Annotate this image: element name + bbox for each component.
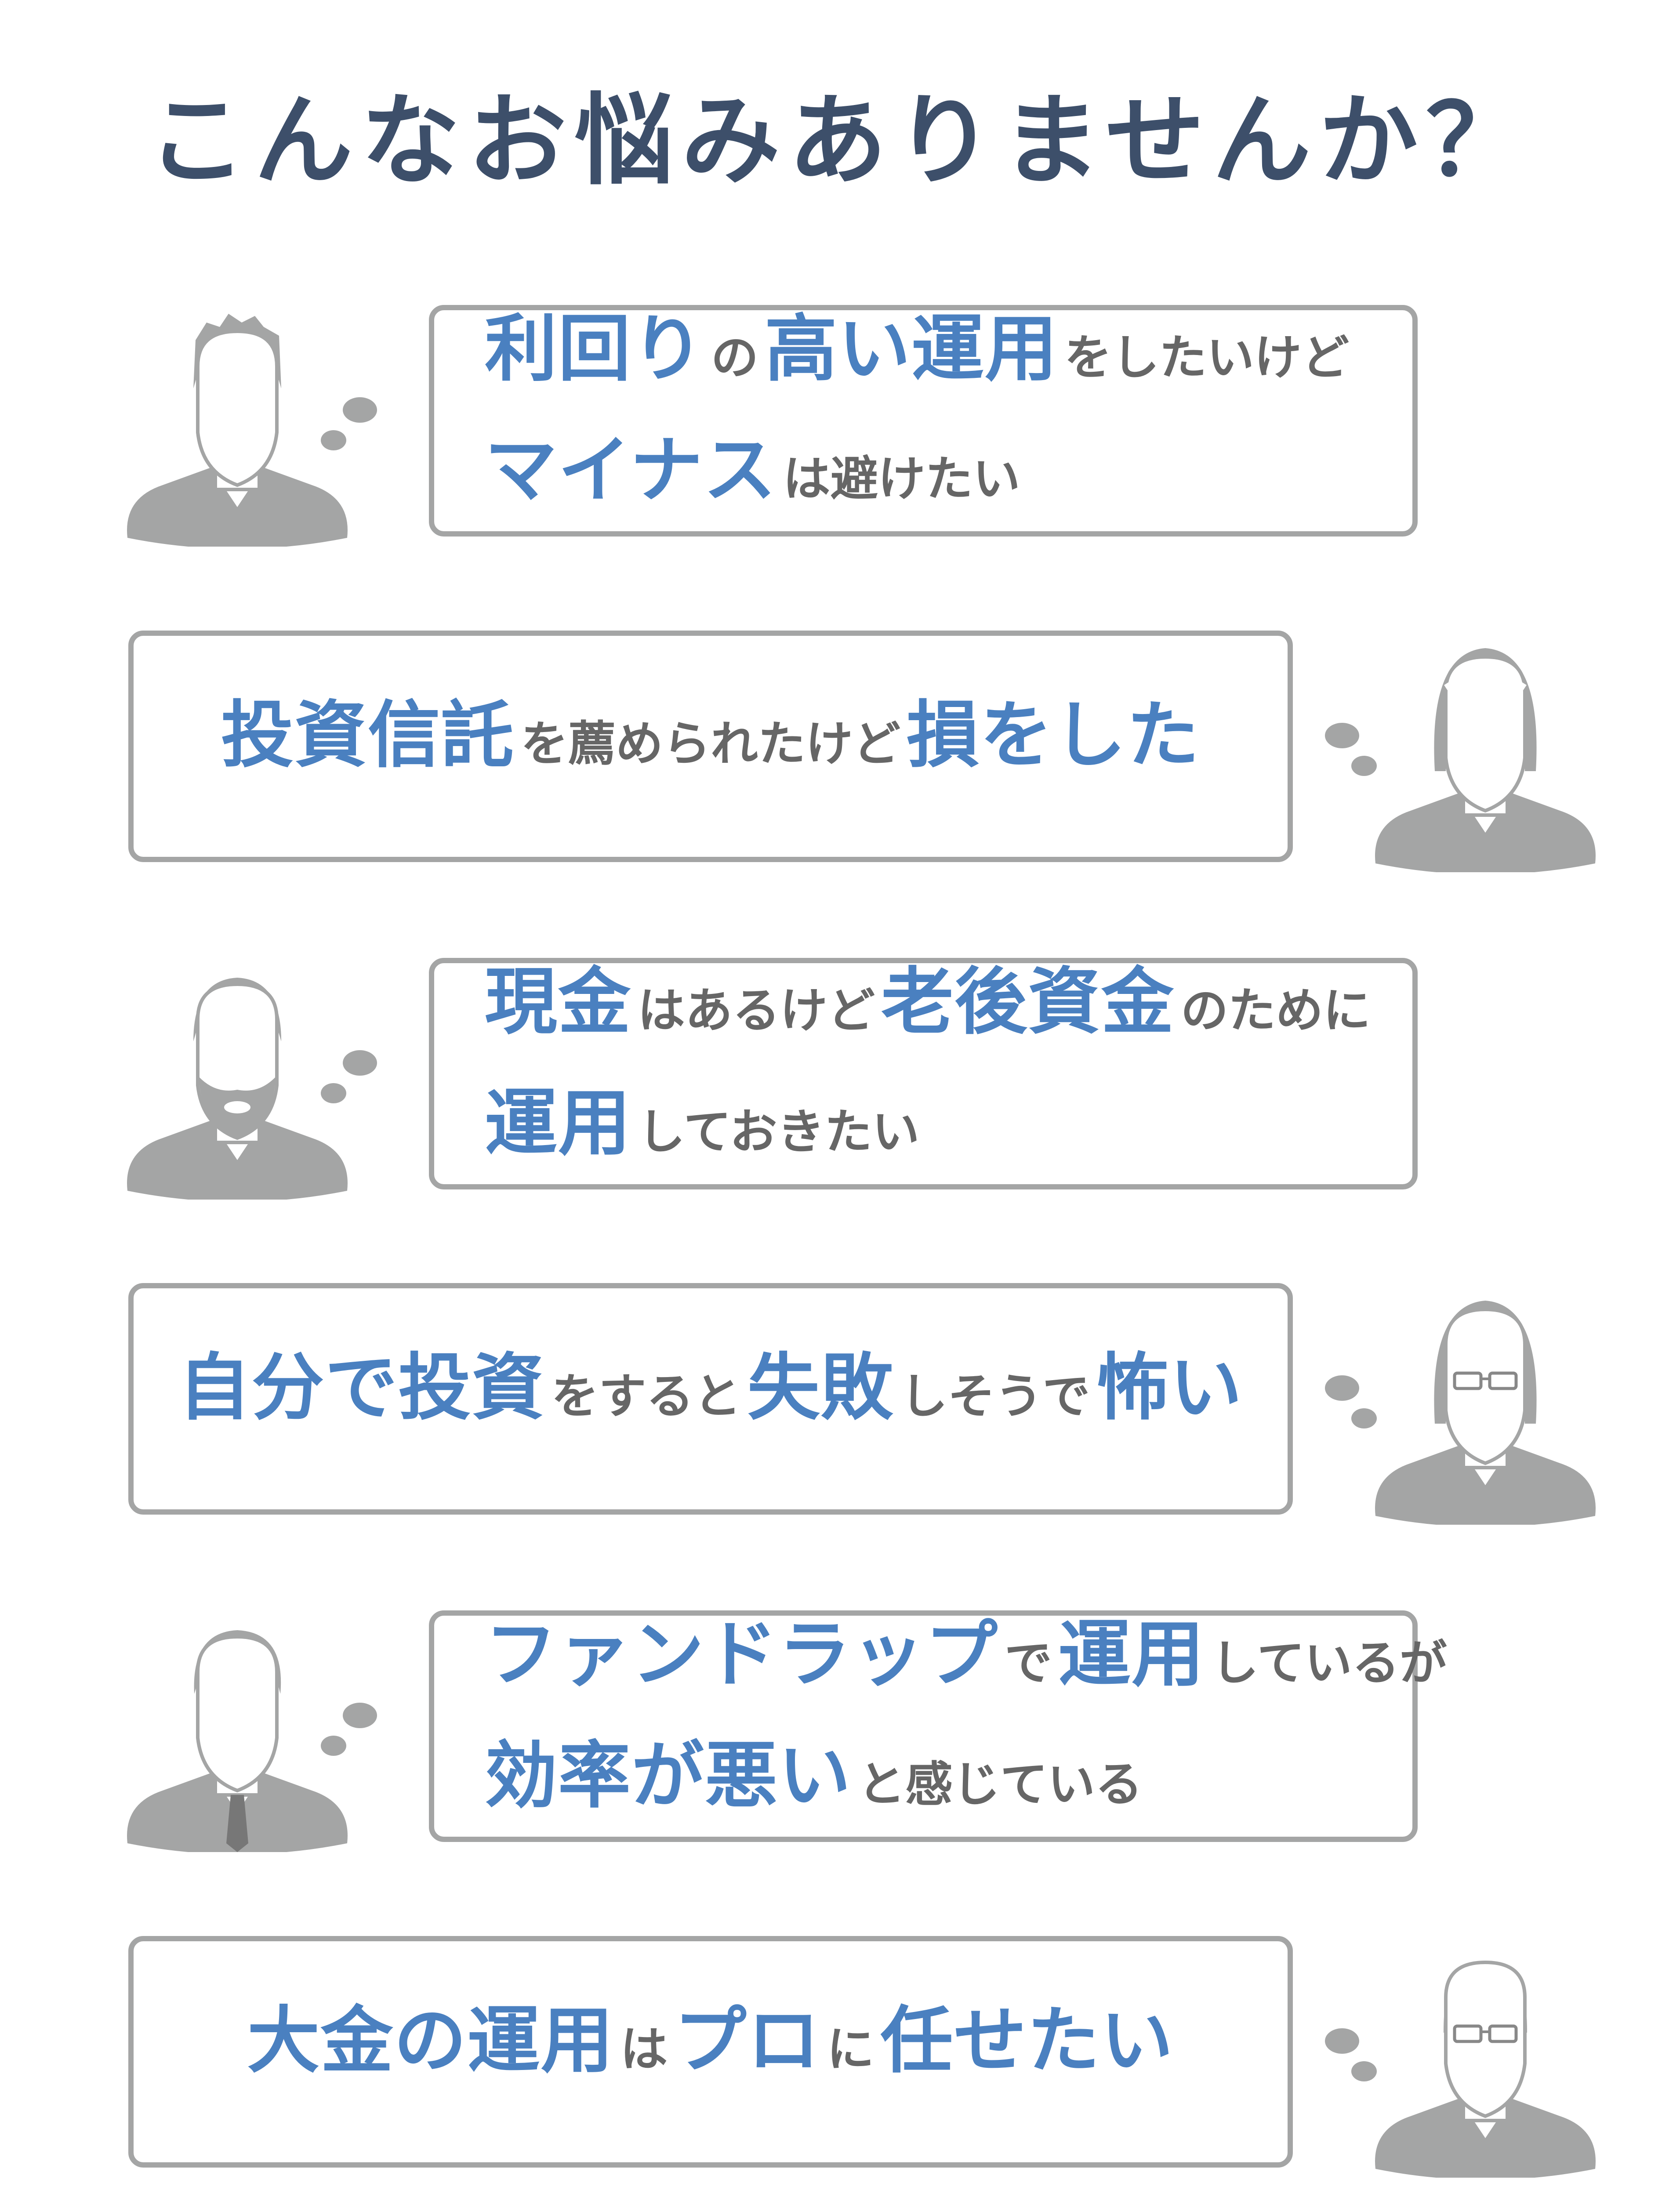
body-text: しているが bbox=[1211, 1635, 1447, 1691]
page-title: こんなお悩みありませんか？ bbox=[147, 83, 1533, 199]
highlight-text: 失敗 bbox=[747, 1345, 894, 1430]
woman-headband-icon bbox=[1362, 626, 1608, 874]
man-spiky-hair-icon bbox=[114, 301, 360, 549]
highlight-text: 損をした bbox=[907, 692, 1200, 777]
thought-dot-icon bbox=[1351, 2061, 1377, 2081]
woman-glasses-icon bbox=[1362, 1279, 1608, 1527]
body-text: しそうで bbox=[900, 1369, 1090, 1424]
highlight-text: 利回り bbox=[485, 306, 705, 391]
body-text: のために bbox=[1181, 983, 1371, 1038]
body-text: に bbox=[827, 2022, 874, 2077]
thought-dot-icon bbox=[1325, 2028, 1359, 2054]
concern-line: 投資信託を薦められたけど損をした bbox=[134, 686, 1288, 807]
thought-dot-icon bbox=[1351, 756, 1377, 776]
thought-dot-icon bbox=[1351, 1408, 1377, 1428]
body-text: の bbox=[711, 330, 759, 385]
body-text: はあるけど bbox=[638, 983, 875, 1038]
thought-dot-icon bbox=[1325, 1375, 1359, 1401]
highlight-text: 任せたい bbox=[880, 1998, 1174, 2083]
old-man-glasses-icon bbox=[1362, 1932, 1608, 2180]
concern-bubble: 大金の運用はプロに任せたい bbox=[128, 1936, 1293, 2168]
body-text: をすると bbox=[551, 1369, 741, 1424]
highlight-text: 現金 bbox=[485, 959, 631, 1044]
concern-line: 自分で投資をすると失敗しそうで怖い bbox=[134, 1338, 1288, 1460]
highlight-text: 運用 bbox=[485, 1080, 631, 1165]
concern-line: 現金はあるけど老後資金のために bbox=[434, 953, 1412, 1074]
highlight-text: 運用 bbox=[1058, 1612, 1205, 1697]
highlight-text: プロ bbox=[674, 1998, 821, 2083]
body-text: で bbox=[1005, 1635, 1052, 1691]
concern-bubble: 投資信託を薦められたけど損をした bbox=[128, 631, 1293, 862]
concern-line: 効率が悪いと感じている bbox=[434, 1726, 1412, 1848]
body-text: は bbox=[620, 2022, 668, 2077]
concern-bubble: 現金はあるけど老後資金のために運用しておきたい bbox=[429, 958, 1418, 1189]
thought-dot-icon bbox=[1325, 723, 1359, 748]
concern-line: 運用しておきたい bbox=[434, 1074, 1412, 1195]
concern-line: 大金の運用はプロに任せたい bbox=[134, 1991, 1288, 2113]
thought-dot-icon bbox=[321, 1083, 346, 1103]
highlight-text: 怖い bbox=[1096, 1345, 1243, 1430]
concern-bubble: ファンドラップで運用しているが効率が悪いと感じている bbox=[429, 1610, 1447, 1842]
man-suit-tie-icon bbox=[114, 1606, 360, 1854]
concern-line: マイナスは避けたい bbox=[434, 421, 1412, 542]
concern-line: ファンドラップで運用しているが bbox=[434, 1605, 1447, 1726]
thought-dot-icon bbox=[343, 1050, 377, 1076]
concern-bubble: 自分で投資をすると失敗しそうで怖い bbox=[128, 1283, 1293, 1515]
highlight-text: マイナス bbox=[485, 428, 777, 512]
body-text: しておきたい bbox=[638, 1104, 920, 1160]
body-text: をしたいけど bbox=[1064, 330, 1350, 385]
highlight-text: 大金の運用 bbox=[247, 1998, 614, 2083]
highlight-text: 高い運用 bbox=[765, 306, 1059, 391]
highlight-text: 老後資金 bbox=[881, 959, 1175, 1044]
thought-dot-icon bbox=[321, 1736, 346, 1756]
highlight-text: ファンドラップ bbox=[485, 1612, 998, 1697]
highlight-text: 効率が悪い bbox=[485, 1733, 852, 1818]
highlight-text: 自分で投資 bbox=[178, 1345, 545, 1430]
concern-line: 利回りの高い運用をしたいけど bbox=[434, 300, 1412, 421]
thought-dot-icon bbox=[321, 430, 346, 450]
body-text: を薦められたけど bbox=[520, 716, 900, 772]
highlight-text: 投資信託 bbox=[221, 692, 515, 777]
thought-dot-icon bbox=[343, 1703, 377, 1728]
body-text: と感じている bbox=[858, 1757, 1143, 1812]
body-text: は避けたい bbox=[783, 451, 1020, 507]
thought-dot-icon bbox=[343, 397, 377, 423]
man-beard-icon bbox=[114, 953, 360, 1202]
concern-bubble: 利回りの高い運用をしたいけどマイナスは避けたい bbox=[429, 305, 1418, 537]
